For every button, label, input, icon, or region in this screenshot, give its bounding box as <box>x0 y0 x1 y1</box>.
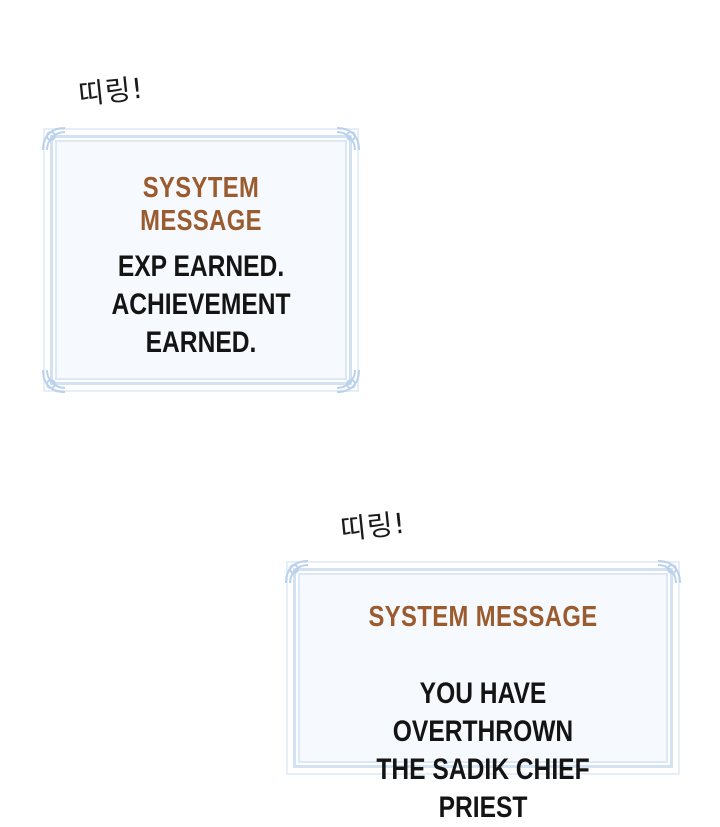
message-line: THE SADIK CHIEF PRIEST <box>376 753 590 824</box>
message-body: EXP EARNED. ACHIEVEMENT EARNED. <box>80 248 323 362</box>
sound-effect-ding: 띠링! <box>76 71 146 112</box>
message-line: ACHIEVEMENT <box>111 288 291 321</box>
message-title: SYSYTEM MESSAGE <box>140 172 262 237</box>
ornament-corner-icon <box>41 126 67 152</box>
ornament-corner-icon <box>335 368 361 394</box>
ornament-corner-icon <box>656 559 682 585</box>
message-line: EARNED. <box>145 326 257 359</box>
ornament-corner-icon <box>284 559 310 585</box>
message-line: YOU HAVE OVERTHROWN <box>392 677 574 748</box>
message-title: SYSTEM MESSAGE <box>368 601 598 633</box>
sound-effect-ding: 띠링! <box>338 506 408 547</box>
system-message-box: SYSYTEM MESSAGE EXP EARNED. ACHIEVEMENT … <box>42 127 360 393</box>
ornament-corner-icon <box>335 126 361 152</box>
message-line: EXP EARNED. <box>117 250 285 283</box>
ornament-corner-icon <box>41 368 67 394</box>
system-message-box: SYSTEM MESSAGE YOU HAVE OVERTHROWN THE S… <box>285 560 681 824</box>
message-body: YOU HAVE OVERTHROWN THE SADIK CHIEF PRIE… <box>330 675 637 827</box>
